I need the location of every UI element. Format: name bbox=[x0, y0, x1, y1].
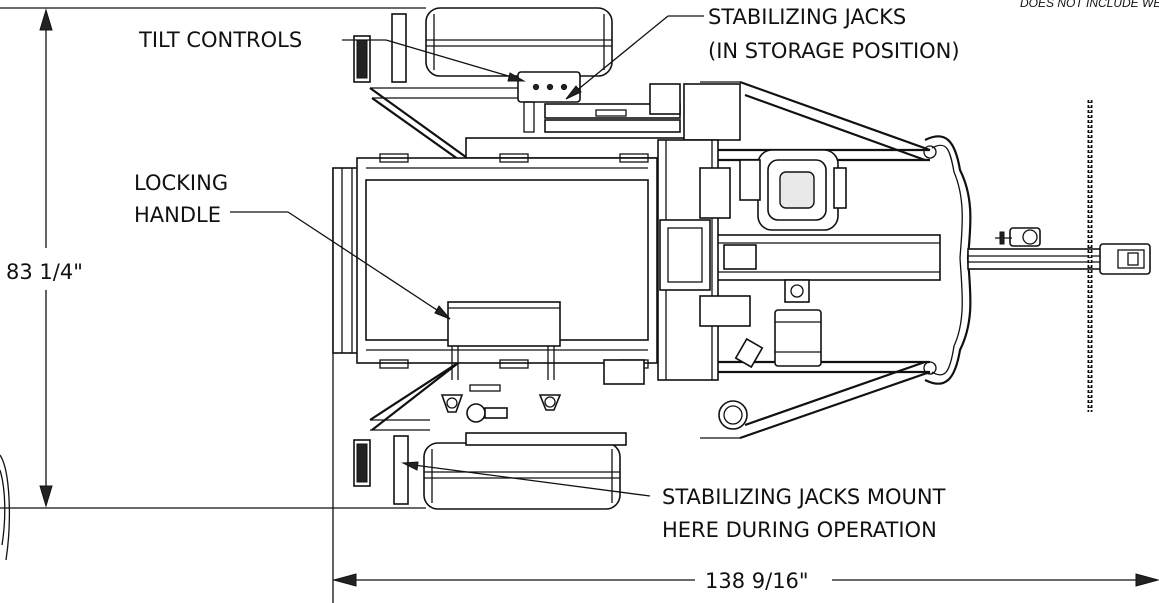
weight-note: DOES NOT INCLUDE WEIGH bbox=[1020, 0, 1159, 10]
height-dimension: 83 1/4" bbox=[0, 7, 426, 509]
locking-handle-label-line2: HANDLE bbox=[134, 203, 221, 227]
lower-components bbox=[466, 359, 748, 430]
stabilizing-jacks-label-line2: (IN STORAGE POSITION) bbox=[708, 39, 960, 63]
tilt-controls-label: TILT CONTROLS bbox=[138, 28, 302, 52]
leader-lines bbox=[230, 15, 704, 497]
height-dimension-label: 83 1/4" bbox=[6, 260, 83, 284]
stored-stabilizing-jacks bbox=[544, 83, 741, 141]
axle bbox=[465, 137, 703, 446]
bottom-wheel bbox=[423, 442, 621, 510]
partial-wheel-left-edge bbox=[0, 454, 11, 561]
tongue-jack bbox=[995, 227, 1041, 247]
jack-posts bbox=[353, 13, 409, 505]
top-wheel bbox=[425, 7, 613, 77]
locking-handle bbox=[440, 301, 562, 413]
locking-handle-label-line1: LOCKING bbox=[134, 171, 228, 195]
tilt-control-box bbox=[517, 71, 581, 133]
jack-mount-label-line1: STABILIZING JACKS MOUNT bbox=[662, 485, 946, 509]
engine-section bbox=[657, 139, 847, 381]
trailer-frame bbox=[369, 80, 1151, 440]
stabilizing-jacks-label-line1: STABILIZING JACKS bbox=[708, 5, 906, 29]
jack-mount-label-line2: HERE DURING OPERATION bbox=[662, 518, 937, 542]
length-dimension-label: 138 9/16" bbox=[705, 569, 809, 593]
